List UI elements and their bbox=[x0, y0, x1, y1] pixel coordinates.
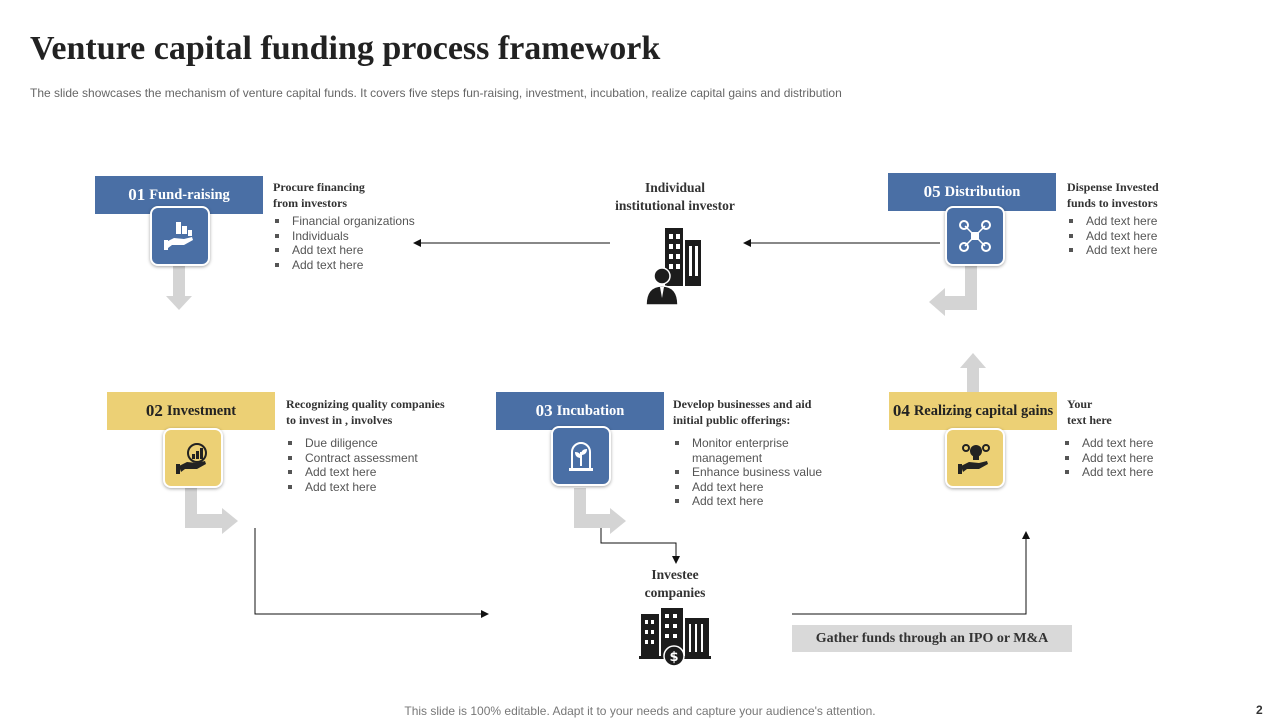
list-item: Add text here bbox=[1067, 214, 1217, 229]
step-bullets: Add text here Add text here Add text her… bbox=[1067, 214, 1217, 258]
list-item: management bbox=[692, 450, 763, 465]
flow-arrow-down-left bbox=[929, 266, 977, 316]
step-title: Investment bbox=[166, 402, 237, 419]
list-item: Individuals bbox=[273, 229, 473, 244]
step-number: 03 bbox=[535, 401, 553, 420]
arrow-incubation-to-investee bbox=[600, 528, 680, 564]
list-item: Add text here bbox=[673, 494, 873, 509]
step-title: Realizing capital gains bbox=[913, 402, 1054, 419]
flow-arrow-down-right bbox=[574, 488, 626, 534]
list-item: Add text here bbox=[1063, 465, 1217, 480]
flow-arrow-up bbox=[960, 353, 986, 392]
footer-note: This slide is 100% editable. Adapt it to… bbox=[404, 704, 876, 718]
step-05-icon-box bbox=[945, 206, 1005, 266]
plant-incubator-icon bbox=[569, 442, 593, 471]
step-number: 02 bbox=[145, 401, 163, 420]
list-item: Financial organizations bbox=[273, 214, 473, 229]
list-item: Add text here bbox=[1067, 229, 1217, 244]
step-01-icon-box bbox=[150, 206, 210, 266]
step-title: Distribution bbox=[944, 183, 1021, 200]
step-04-icon-box bbox=[945, 428, 1005, 488]
network-people-icon bbox=[959, 220, 991, 252]
list-item: Enhance business value bbox=[673, 465, 873, 480]
page-subtitle: The slide showcases the mechanism of ven… bbox=[30, 86, 842, 100]
step-bullets: Due diligence Contract assessment Add te… bbox=[286, 436, 486, 494]
list-item: Due diligence bbox=[286, 436, 486, 451]
step-03-icon-box bbox=[551, 426, 611, 486]
hand-lightbulb-gears-icon bbox=[958, 444, 990, 474]
step-title: Incubation bbox=[556, 402, 625, 419]
step-number: 05 bbox=[923, 182, 941, 201]
list-item: Contract assessment bbox=[286, 451, 486, 466]
step-number: 01 bbox=[128, 185, 146, 204]
hand-money-icon bbox=[164, 222, 193, 250]
list-item: Add text here bbox=[273, 243, 473, 258]
list-item: Add text here bbox=[273, 258, 473, 273]
step-title: Fund-raising bbox=[149, 186, 230, 203]
flow-arrow-down-right bbox=[185, 488, 238, 534]
businessman-building-icon bbox=[645, 228, 701, 306]
step-bullets: Monitor enterprise management Enhance bu… bbox=[673, 436, 873, 509]
list-item: Add text here bbox=[286, 480, 486, 495]
page-title: Venture capital funding process framewor… bbox=[30, 30, 661, 67]
flow-arrow-down bbox=[166, 266, 192, 310]
page-number: 2 bbox=[1256, 703, 1263, 717]
step-02-icon-box bbox=[163, 428, 223, 488]
list-item: Add text here bbox=[673, 480, 873, 495]
step-number: 04 bbox=[892, 401, 910, 420]
arrow-investee-to-capital-gains bbox=[792, 531, 1030, 615]
list-item: Add text here bbox=[286, 465, 486, 480]
arrow-investment-to-investee bbox=[254, 528, 489, 618]
ipo-ma-label: Gather funds through an IPO or M&A bbox=[792, 625, 1072, 652]
step-bullets: Financial organizations Individuals Add … bbox=[273, 214, 473, 272]
list-item: Monitor enterprise bbox=[673, 436, 873, 451]
office-buildings-dollar-icon: $ bbox=[639, 608, 711, 667]
svg-text:$: $ bbox=[669, 650, 678, 665]
list-item: Add text here bbox=[1063, 451, 1217, 466]
step-bullets: Add text here Add text here Add text her… bbox=[1063, 436, 1217, 480]
list-item: Add text here bbox=[1063, 436, 1217, 451]
hand-growth-chart-icon bbox=[176, 443, 207, 474]
list-item: Add text here bbox=[1067, 243, 1217, 258]
